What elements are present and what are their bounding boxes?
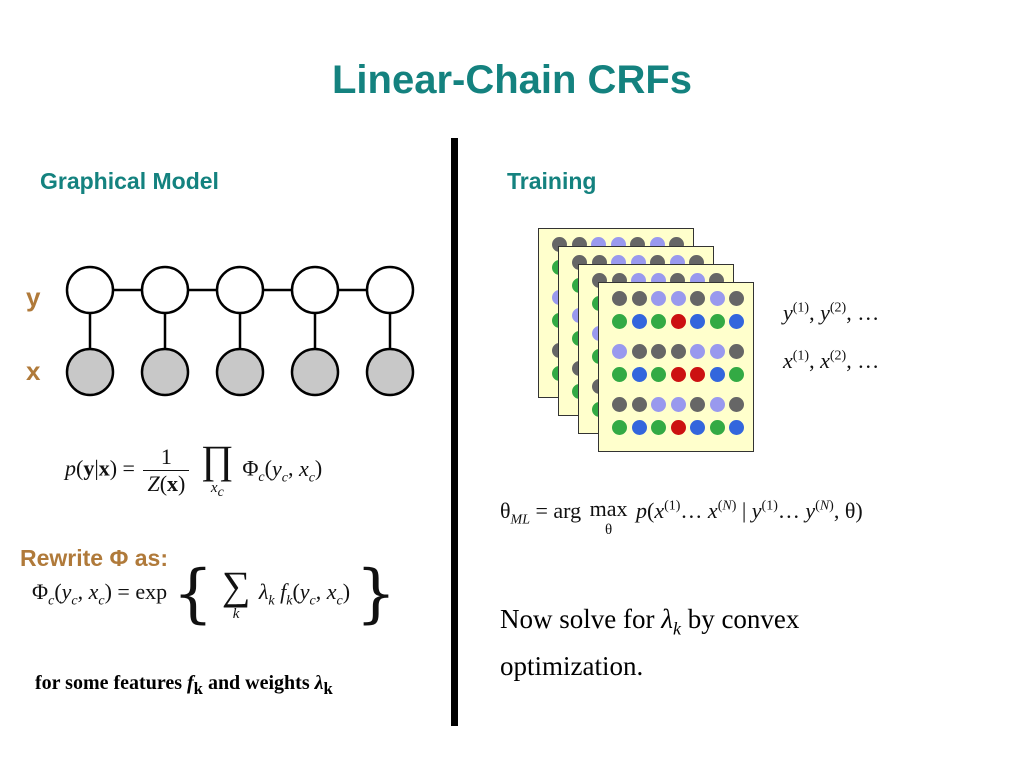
- observation-dot: [709, 314, 725, 329]
- observation-dot: [651, 314, 666, 329]
- observation-dot: [729, 291, 744, 306]
- training-heading: Training: [507, 168, 597, 194]
- observation-dot: [612, 291, 627, 306]
- observation-dot: [651, 344, 666, 359]
- y-node: [140, 265, 190, 315]
- slide-title: Linear-Chain CRFs: [331, 58, 693, 102]
- graphical-model-heading: Graphical Model: [40, 168, 219, 194]
- training-example-card: [598, 282, 754, 452]
- observation-dot: [690, 291, 705, 306]
- observation-dot: [612, 367, 627, 382]
- observation-dot: [709, 291, 725, 306]
- x-node: [290, 347, 340, 397]
- observation-dot: [651, 420, 666, 435]
- observation-dot: [631, 397, 647, 412]
- observation-dot: [690, 344, 705, 359]
- x-node: [65, 347, 115, 397]
- observation-dot: [670, 344, 686, 359]
- y-node: [290, 265, 340, 315]
- observation-dot: [612, 344, 627, 359]
- observation-dot: [709, 420, 725, 435]
- observation-dot: [670, 367, 686, 382]
- ml-estimate-formula: θML = arg max θ p(x(1)… x(N) | y(1)… y(N…: [500, 496, 863, 538]
- sum-operator: ∑ k: [221, 562, 251, 622]
- observation-dot: [690, 420, 705, 435]
- observation-dot: [631, 291, 647, 306]
- x-node: [140, 347, 190, 397]
- x-node: [215, 347, 265, 397]
- observation-dot: [709, 344, 725, 359]
- observation-dot: [631, 344, 647, 359]
- y-node: [365, 265, 415, 315]
- features-weights-note: for some features fk and weights λk: [35, 672, 333, 698]
- observation-dot: [612, 314, 627, 329]
- observation-dot: [631, 314, 647, 329]
- observation-dot: [709, 397, 725, 412]
- observation-dot: [729, 367, 744, 382]
- observation-dot: [631, 367, 647, 382]
- y-node: [65, 265, 115, 315]
- y-variable-label: y: [26, 282, 41, 312]
- phi-exp-formula: Φc(yc, xc) = exp { ∑ k λk fk(yc, xc) }: [32, 557, 397, 631]
- x-sequence-formula: x(1), x(2), …: [783, 348, 880, 373]
- observation-dot: [670, 420, 686, 435]
- x-node: [365, 347, 415, 397]
- observation-dot: [690, 314, 705, 329]
- observation-dot: [670, 314, 686, 329]
- observation-dot: [729, 314, 744, 329]
- y-sequence-formula: y(1), y(2), …: [783, 300, 880, 325]
- observation-dot: [729, 397, 744, 412]
- observation-dot: [729, 420, 744, 435]
- convex-optimization-note: Now solve for λk by convex optimization.: [500, 604, 800, 682]
- probability-formula: p(y|x) = 1 Z(x) ∏ xc Φc(yc, xc): [65, 437, 323, 501]
- observation-dot: [651, 367, 666, 382]
- training-data-stack: [538, 228, 758, 458]
- chain-nodes: [65, 265, 415, 397]
- panel-divider: [451, 138, 458, 726]
- observation-dot: [612, 420, 627, 435]
- fraction-one-over-z: 1 Z(x): [143, 444, 190, 497]
- rewrite-phi-label: Rewrite Φ as:: [20, 545, 168, 571]
- observation-dot: [612, 397, 627, 412]
- crf-chain-diagram: [65, 265, 415, 397]
- observation-dot: [690, 367, 705, 382]
- observation-dot: [729, 344, 744, 359]
- x-variable-label: x: [26, 356, 41, 386]
- observation-dot: [709, 367, 725, 382]
- observation-dot: [651, 397, 666, 412]
- observation-dot: [670, 397, 686, 412]
- max-operator: max θ: [589, 496, 628, 538]
- y-node: [215, 265, 265, 315]
- product-operator: ∏ xc: [200, 437, 234, 501]
- observation-dot: [651, 291, 666, 306]
- observation-dot: [690, 397, 705, 412]
- observation-dot: [631, 420, 647, 435]
- observation-dot: [670, 291, 686, 306]
